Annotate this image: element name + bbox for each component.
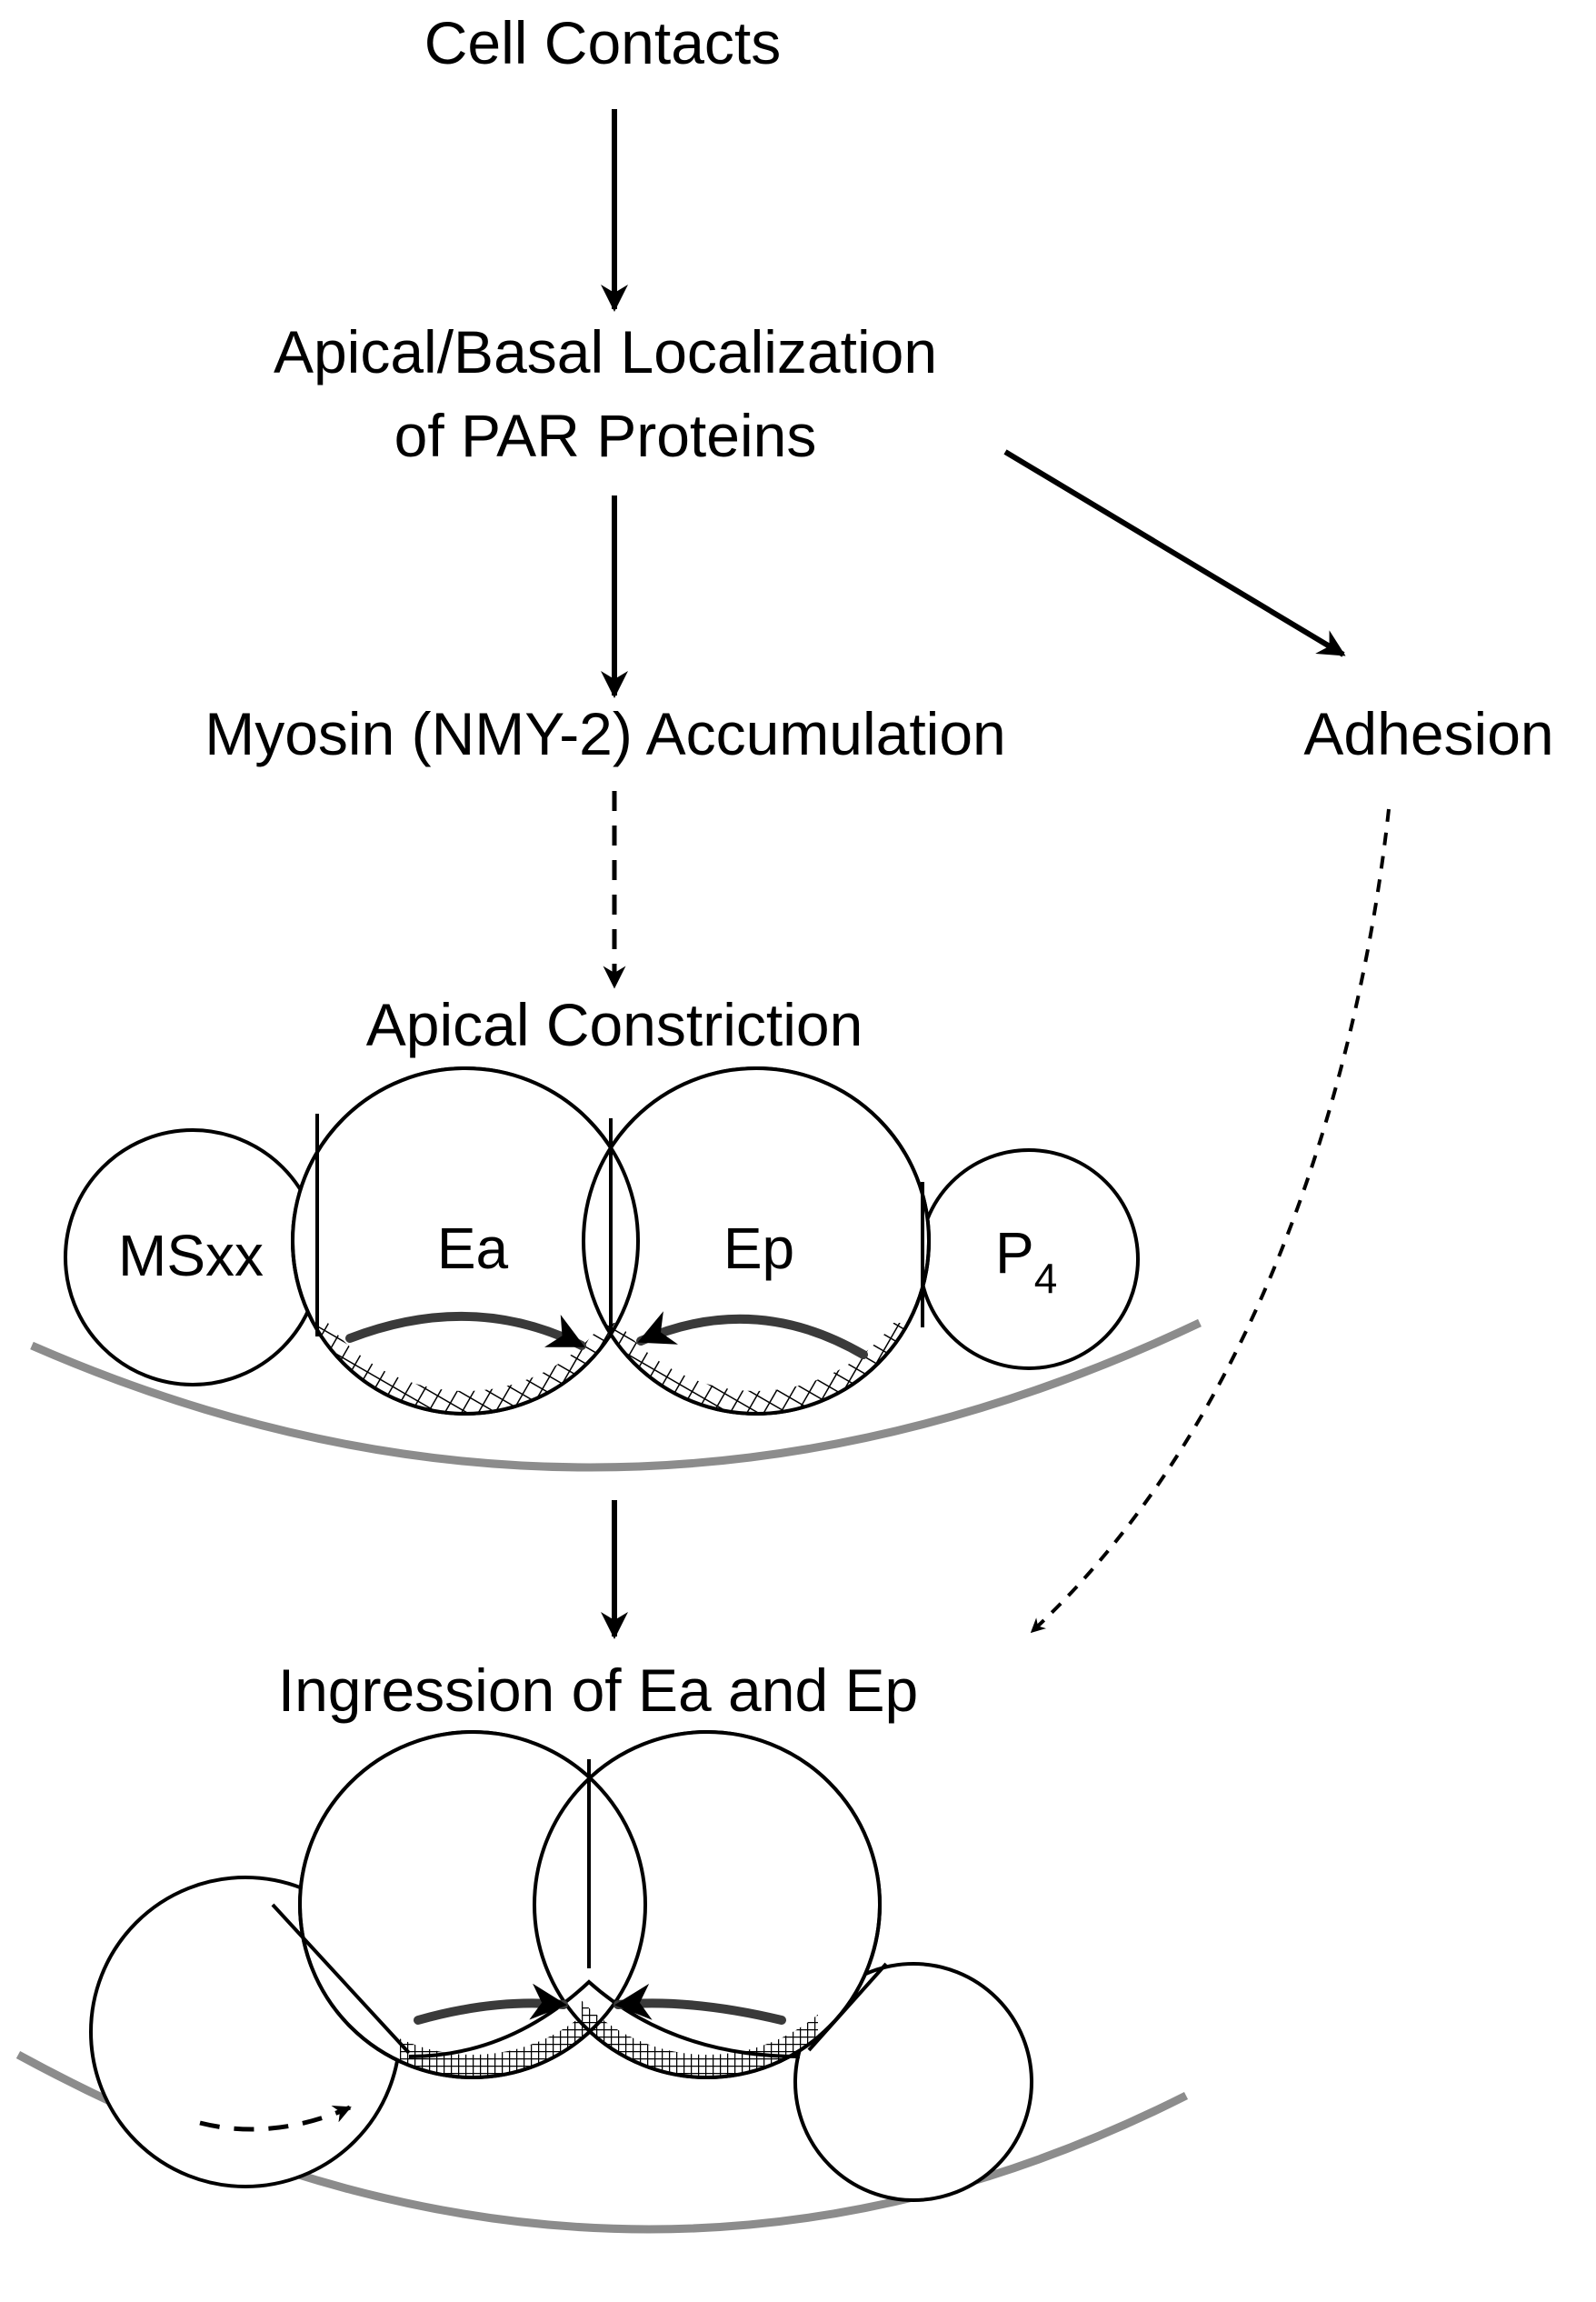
ingressing-basal-edge (408, 1979, 801, 2058)
label-msxx: MSxx (118, 1223, 264, 1288)
label-p4: P4 (995, 1220, 1057, 1302)
ingression-illustration (15, 1730, 1189, 2234)
node-apical-constriction: Apical Constriction (366, 991, 863, 1058)
ep-ingression-flow-arrow (613, 1983, 786, 2025)
node-adhesion: Adhesion (1303, 700, 1553, 767)
ep-myosin-flow-arrow (636, 1311, 868, 1359)
apical-constriction-illustration: MSxx Ea Ep P4 (30, 1066, 1202, 1472)
node-par-localization-line1: Apical/Basal Localization (274, 318, 937, 385)
node-myosin-accumulation: Myosin (NMY-2) Accumulation (204, 700, 1006, 767)
node-cell-contacts: Cell Contacts (424, 9, 782, 76)
arrow-par-to-adhesion (1003, 449, 1346, 657)
arrow-adhesion-to-ingression-dashed (1030, 808, 1391, 1634)
cell-right-neighbor (793, 1962, 1033, 2202)
ea-myosin-flow-arrow (345, 1311, 586, 1350)
label-ea: Ea (437, 1216, 509, 1281)
label-ep: Ep (723, 1216, 794, 1281)
junction-ep-right-ingressing (807, 1962, 888, 2052)
junction-left-ea-ingressing (271, 1903, 411, 2055)
ea-ingression-flow-arrow (414, 1983, 568, 2025)
node-par-localization-line2: of PAR Proteins (394, 402, 817, 469)
neighbor-dashed-movement-arrow (199, 2105, 352, 2132)
node-ingression: Ingression of Ea and Ep (278, 1656, 918, 1724)
embryo-surface-top (30, 1318, 1202, 1472)
